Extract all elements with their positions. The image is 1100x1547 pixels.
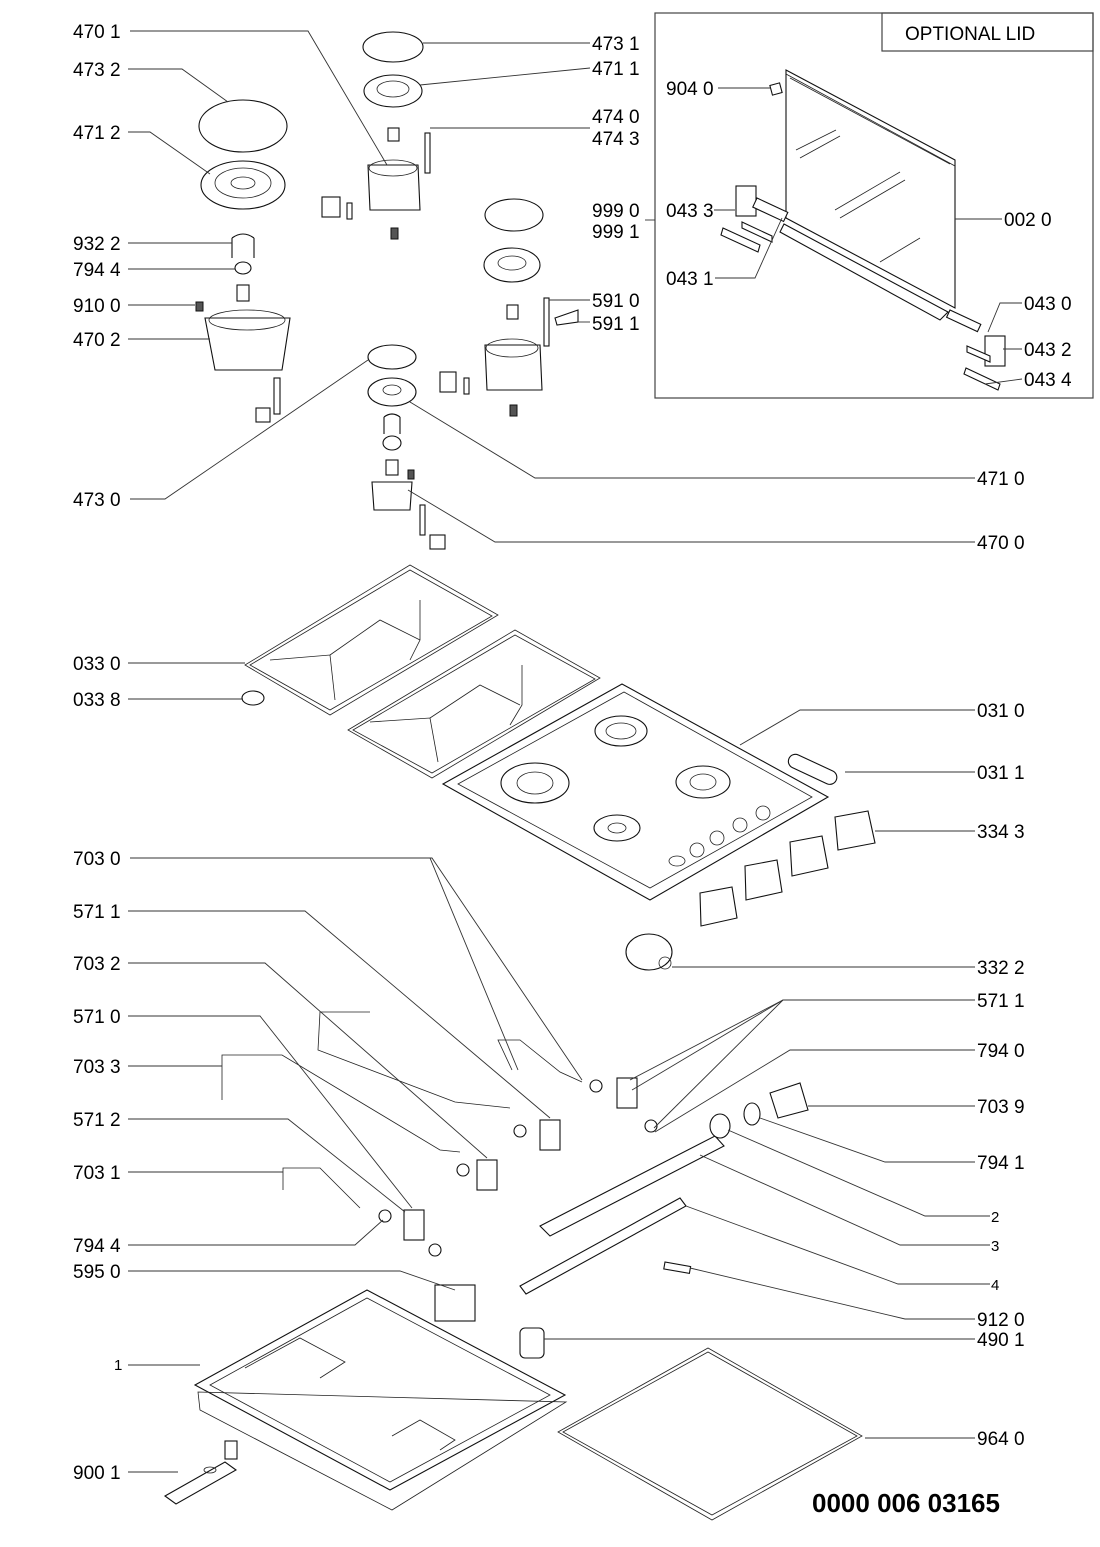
label-471-1: 471 1 [592,59,640,80]
label-490-1: 490 1 [977,1330,1025,1351]
label-595-0: 595 0 [73,1262,121,1283]
label-591-0: 591 0 [592,291,640,312]
leader-lines-middle [128,662,975,968]
optional-lid-frame [654,12,1094,399]
label-473-1: 473 1 [592,34,640,55]
label-904-0: 904 0 [666,79,714,100]
label-470-0: 470 0 [977,533,1025,554]
ignition-module-part [434,1284,476,1322]
screw-part [663,1261,692,1275]
label-332-2: 332 2 [977,958,1025,979]
label-794-4-bottom: 794 4 [73,1236,121,1257]
label-999-1: 999 1 [592,222,640,243]
seal-gasket-part [557,1347,863,1521]
hinge-left-part [720,185,789,253]
burner-cap-large [198,99,288,153]
label-031-1: 031 1 [977,763,1025,784]
label-002-0: 002 0 [1004,210,1052,231]
mounting-clamp-part [163,1440,238,1505]
foot-part [241,690,265,706]
label-473-0: 473 0 [73,490,121,511]
gas-tap [539,1119,561,1151]
label-703-2: 703 2 [73,954,121,975]
label-571-0: 571 0 [73,1007,121,1028]
label-571-1-left: 571 1 [73,902,121,923]
label-471-2: 471 2 [73,123,121,144]
label-703-1: 703 1 [73,1163,121,1184]
label-473-2: 473 2 [73,60,121,81]
seal-ring [234,261,252,275]
label-3: 3 [991,1238,999,1255]
label-334-3: 334 3 [977,822,1025,843]
leader-lines-upper [128,30,975,543]
label-703-0: 703 0 [73,849,121,870]
label-571-2: 571 2 [73,1110,121,1131]
badge-part [787,753,838,785]
label-910-0: 910 0 [73,296,121,317]
optional-lid-title-box [881,12,1094,52]
optional-lid-title: OPTIONAL LID [905,24,1035,45]
label-703-3: 703 3 [73,1057,121,1078]
clip-904-part [769,82,783,96]
glass-lid-part [779,69,956,321]
label-470-1: 470 1 [73,22,121,43]
thermocouple-clip [231,233,255,258]
label-471-0: 471 0 [977,469,1025,490]
burner-body-large [204,317,291,371]
document-number: 0000 006 03165 [812,1488,1000,1518]
label-4: 4 [991,1277,999,1294]
label-703-9: 703 9 [977,1097,1025,1118]
screw [195,301,204,312]
label-043-2: 043 2 [1024,340,1072,361]
burner-parts [195,31,579,550]
hinge-right-part [945,309,1006,391]
hob-top-part [441,683,838,901]
control-knobs-part [625,810,876,971]
label-900-1: 900 1 [73,1463,121,1484]
connector-part [519,1327,545,1359]
label-912-0: 912 0 [977,1310,1025,1331]
label-794-0: 794 0 [977,1041,1025,1062]
injector [236,284,250,302]
label-033-0: 033 0 [73,654,121,675]
label-043-3: 043 3 [666,201,714,222]
elbow-fitting-part [769,1082,809,1119]
gas-rail [539,1135,725,1237]
bracket-part [519,1197,687,1295]
label-043-1: 043 1 [666,269,714,290]
label-2: 2 [991,1209,999,1226]
label-591-1: 591 1 [592,314,640,335]
leader-lines-lower [128,857,990,1473]
label-964-0: 964 0 [977,1429,1025,1450]
ignition-button-part [625,933,673,971]
base-tray-part [193,1289,568,1511]
gas-pipes-part [221,1011,809,1359]
pan-supports-part [241,564,601,779]
label-999-0: 999 0 [592,201,640,222]
label-470-2: 470 2 [73,330,121,351]
label-1: 1 [114,1357,122,1374]
label-794-4-top: 794 4 [73,260,121,281]
label-794-1: 794 1 [977,1153,1025,1174]
label-474-3: 474 3 [592,129,640,150]
label-043-4: 043 4 [1024,370,1072,391]
nut-part [709,1113,731,1139]
label-031-0: 031 0 [977,701,1025,722]
optional-lid-panel: OPTIONAL LID [654,12,1094,399]
label-932-2: 932 2 [73,234,121,255]
label-571-1-right: 571 1 [977,991,1025,1012]
label-033-8: 033 8 [73,690,121,711]
label-043-0: 043 0 [1024,294,1072,315]
label-474-0: 474 0 [592,107,640,128]
